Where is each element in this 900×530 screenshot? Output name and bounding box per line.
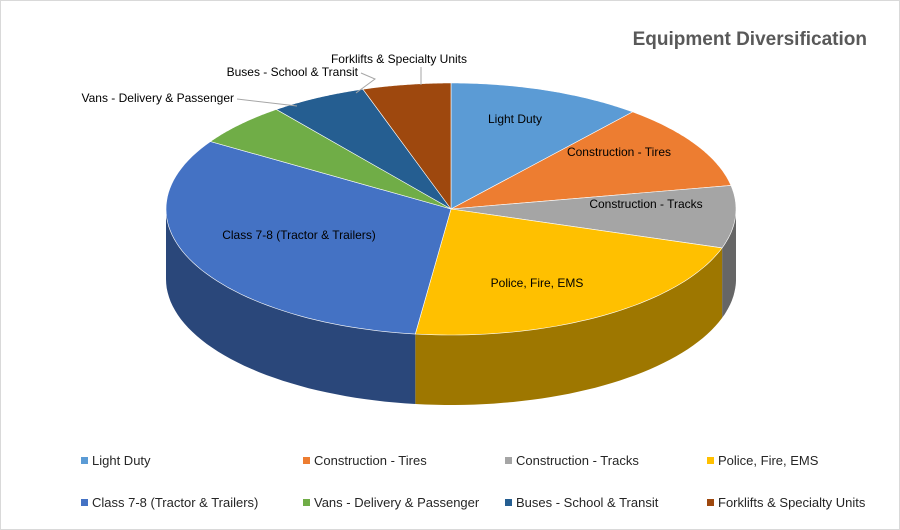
data-label-light-duty: Light Duty <box>488 112 542 126</box>
data-label-forklifts-specialty-units: Forklifts & Specialty Units <box>331 52 467 66</box>
pie-side-police-fire-ems <box>415 247 723 405</box>
legend-label: Class 7-8 (Tractor & Trailers) <box>92 495 259 510</box>
legend-swatch <box>81 457 88 464</box>
data-label-buses-school-transit: Buses - School & Transit <box>227 65 359 79</box>
legend-swatch <box>505 457 512 464</box>
legend-swatch <box>707 499 714 506</box>
legend-label: Police, Fire, EMS <box>718 453 819 468</box>
legend-label: Buses - School & Transit <box>516 495 659 510</box>
pie-tops <box>165 82 737 336</box>
legend-label: Construction - Tires <box>314 453 427 468</box>
legend-item-construction-tracks: Construction - Tracks <box>505 453 707 468</box>
pie-slice-construction-tracks[interactable] <box>450 185 737 249</box>
data-label-police-fire-ems: Police, Fire, EMS <box>491 276 584 290</box>
legend-label: Light Duty <box>92 453 151 468</box>
legend-label: Construction - Tracks <box>516 453 639 468</box>
pie-side-construction-tracks <box>722 209 736 318</box>
pie-slice-class-7-8-tractor-trailers[interactable] <box>165 141 452 335</box>
pie-slice-vans-delivery-passenger[interactable] <box>209 109 452 210</box>
legend-swatch <box>505 499 512 506</box>
chart-title: Equipment Diversification <box>632 29 867 50</box>
data-label-construction-tires: Construction - Tires <box>567 145 671 159</box>
legend-item-forklifts-specialty-units: Forklifts & Specialty Units <box>707 495 881 510</box>
legend-item-class-7-8-tractor-trailers: Class 7-8 (Tractor & Trailers) <box>81 495 303 510</box>
pie-slice-light-duty[interactable] <box>450 82 634 210</box>
legend: Light Duty Construction - Tires Constructi… <box>81 453 881 510</box>
pie-side-class-7-8-tractor-trailers <box>166 209 416 404</box>
data-label-vans-delivery-passenger: Vans - Delivery & Passenger <box>81 91 234 105</box>
legend-item-construction-tires: Construction - Tires <box>303 453 505 468</box>
data-label-construction-tracks: Construction - Tracks <box>589 197 702 211</box>
legend-item-buses-school-transit: Buses - School & Transit <box>505 495 707 510</box>
data-label-class-7-8-tractor-trailers: Class 7-8 (Tractor & Trailers) <box>222 228 376 242</box>
legend-swatch <box>707 457 714 464</box>
legend-item-police-fire-ems: Police, Fire, EMS <box>707 453 881 468</box>
pie-slice-construction-tires[interactable] <box>450 111 732 210</box>
pie-sides <box>166 209 736 405</box>
leader-line <box>236 98 298 107</box>
legend-swatch <box>303 499 310 506</box>
legend-swatch <box>81 499 88 506</box>
legend-item-vans-delivery-passenger: Vans - Delivery & Passenger <box>303 495 505 510</box>
leader-line <box>355 72 376 94</box>
pie-slice-police-fire-ems[interactable] <box>414 208 723 336</box>
legend-label: Vans - Delivery & Passenger <box>314 495 480 510</box>
legend-label: Forklifts & Specialty Units <box>718 495 866 510</box>
legend-item-light-duty: Light Duty <box>81 453 303 468</box>
legend-swatch <box>303 457 310 464</box>
pie-slice-forklifts-specialty-units[interactable] <box>362 82 452 210</box>
